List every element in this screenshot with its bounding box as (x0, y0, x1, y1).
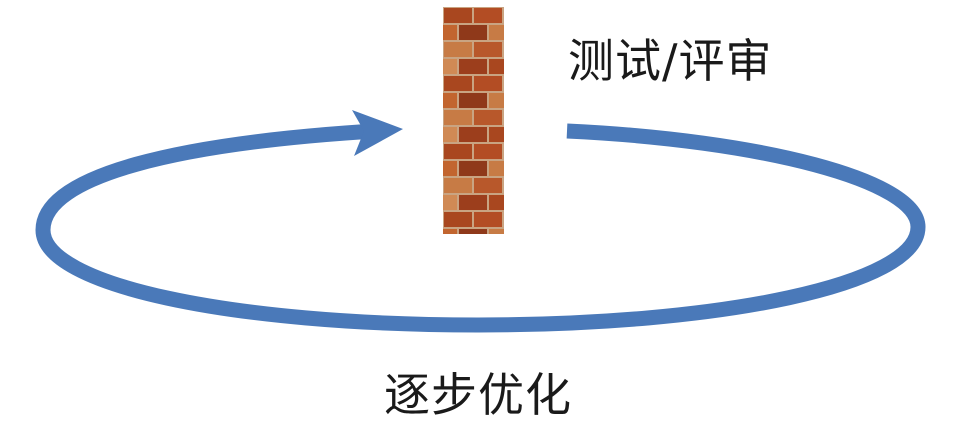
brick (443, 93, 457, 108)
iterative-optimization-label: 逐步优化 (384, 368, 572, 422)
brick (504, 110, 532, 125)
test-review-label: 测试/评审 (568, 34, 773, 88)
brick (489, 229, 504, 234)
brick (459, 59, 487, 74)
cycle-arrowhead-icon (352, 110, 403, 156)
brick (504, 212, 532, 227)
brick (444, 144, 472, 159)
brick (459, 229, 487, 234)
brick (443, 229, 457, 234)
brick (443, 59, 457, 74)
brick (443, 25, 457, 40)
cycle-arrow-icon (35, 123, 926, 333)
brick (443, 161, 457, 176)
brick (504, 178, 532, 193)
brick (444, 76, 472, 91)
brick (504, 8, 532, 23)
brick (489, 93, 504, 108)
brick (474, 8, 502, 23)
brick (444, 178, 472, 193)
brick (474, 212, 502, 227)
brick (474, 144, 502, 159)
brick (444, 212, 472, 227)
brick (459, 25, 487, 40)
brick (489, 25, 504, 40)
brick (504, 76, 532, 91)
brick (444, 42, 472, 57)
brick (489, 195, 504, 210)
brick (443, 195, 457, 210)
brick (474, 110, 502, 125)
brick (443, 127, 457, 142)
brick (474, 178, 502, 193)
brick-wall-icon (443, 7, 532, 234)
brick (474, 76, 502, 91)
brick (504, 42, 532, 57)
brick (489, 127, 504, 142)
brick (459, 127, 487, 142)
brick (489, 59, 504, 74)
brick (444, 110, 472, 125)
brick (459, 161, 487, 176)
brick (489, 161, 504, 176)
brick (474, 42, 502, 57)
brick (444, 8, 472, 23)
brick (459, 93, 487, 108)
brick (459, 195, 487, 210)
brick (504, 144, 532, 159)
